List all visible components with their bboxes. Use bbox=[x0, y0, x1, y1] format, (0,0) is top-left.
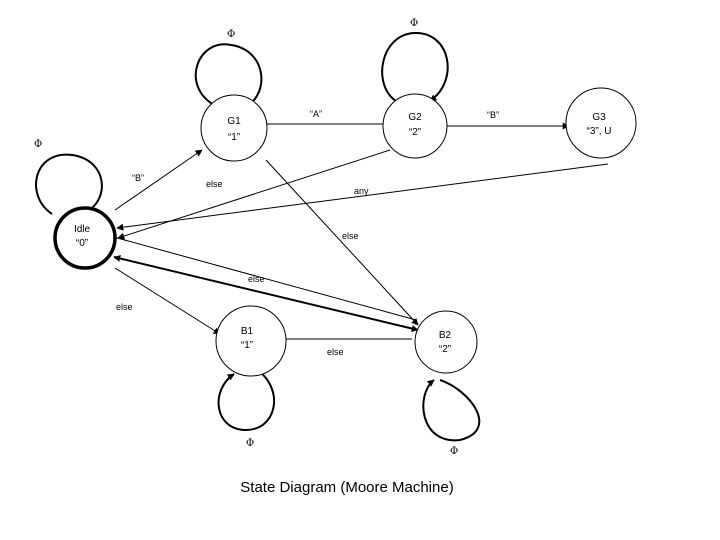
state-b1-output: “1” bbox=[241, 340, 253, 351]
state-g1: G1 “1” bbox=[200, 94, 268, 162]
self-loop-g2: Φ bbox=[381, 18, 449, 102]
state-idle-name: Idle bbox=[74, 224, 91, 235]
state-g3-name: G3 bbox=[592, 112, 606, 123]
state-g2-output: “2” bbox=[409, 127, 421, 138]
edge-g2-g3: “B” bbox=[447, 110, 570, 130]
edge-idle-b1-label: else bbox=[116, 302, 133, 312]
state-g1-name: G1 bbox=[227, 116, 241, 127]
edge-g3-idle-label: any bbox=[354, 186, 369, 196]
self-loop-g2-label: Φ bbox=[410, 18, 418, 29]
self-loop-b2: Φ bbox=[422, 379, 481, 457]
state-g2-name: G2 bbox=[408, 112, 422, 123]
edge-b2-idle-label: else bbox=[342, 231, 359, 241]
state-idle: Idle “0” bbox=[53, 206, 117, 270]
state-g3: G3 “3”, U bbox=[565, 87, 637, 159]
diagram-caption: State Diagram (Moore Machine) bbox=[240, 479, 454, 496]
self-loop-idle: Φ bbox=[34, 139, 103, 215]
edge-idle-g1: “B” bbox=[114, 149, 203, 211]
state-g2: G2 “2” bbox=[382, 93, 448, 159]
self-loop-b1: Φ bbox=[217, 371, 275, 449]
self-loop-g1: Φ bbox=[194, 29, 263, 107]
state-g1-output: “1” bbox=[228, 132, 240, 143]
state-b2-name: B2 bbox=[439, 330, 452, 341]
edge-g1-g2: “A” bbox=[265, 109, 384, 125]
state-b1: B1 “1” bbox=[215, 305, 287, 377]
edge-idle-b1: else bbox=[114, 267, 221, 335]
edge-g1-b2: else bbox=[206, 159, 419, 326]
edge-g1-g2-label: “A” bbox=[310, 109, 322, 119]
edge-b1-idle: else bbox=[113, 255, 419, 332]
self-loop-idle-label: Φ bbox=[34, 139, 42, 150]
state-g3-output: “3”, U bbox=[587, 126, 612, 137]
edge-b1-b2-label: else bbox=[327, 347, 344, 357]
self-loop-b2-label: Φ bbox=[450, 446, 458, 457]
state-b2-output: “2” bbox=[439, 344, 451, 355]
edge-g2-idle bbox=[117, 149, 391, 240]
edge-g2-g3-label: “B” bbox=[487, 110, 499, 120]
state-idle-output: “0” bbox=[76, 238, 88, 249]
state-b1-name: B1 bbox=[241, 326, 254, 337]
edge-b1-idle-label: else bbox=[248, 274, 265, 284]
state-b2: B2 “2” bbox=[414, 310, 478, 374]
edge-g1-b2-label: else bbox=[206, 179, 223, 189]
edge-g3-idle: any bbox=[116, 163, 609, 231]
self-loop-b1-label: Φ bbox=[246, 438, 254, 449]
edge-b1-b2: else bbox=[286, 338, 412, 357]
self-loop-g1-label: Φ bbox=[227, 29, 235, 40]
edge-idle-g1-label: “B” bbox=[132, 173, 144, 183]
